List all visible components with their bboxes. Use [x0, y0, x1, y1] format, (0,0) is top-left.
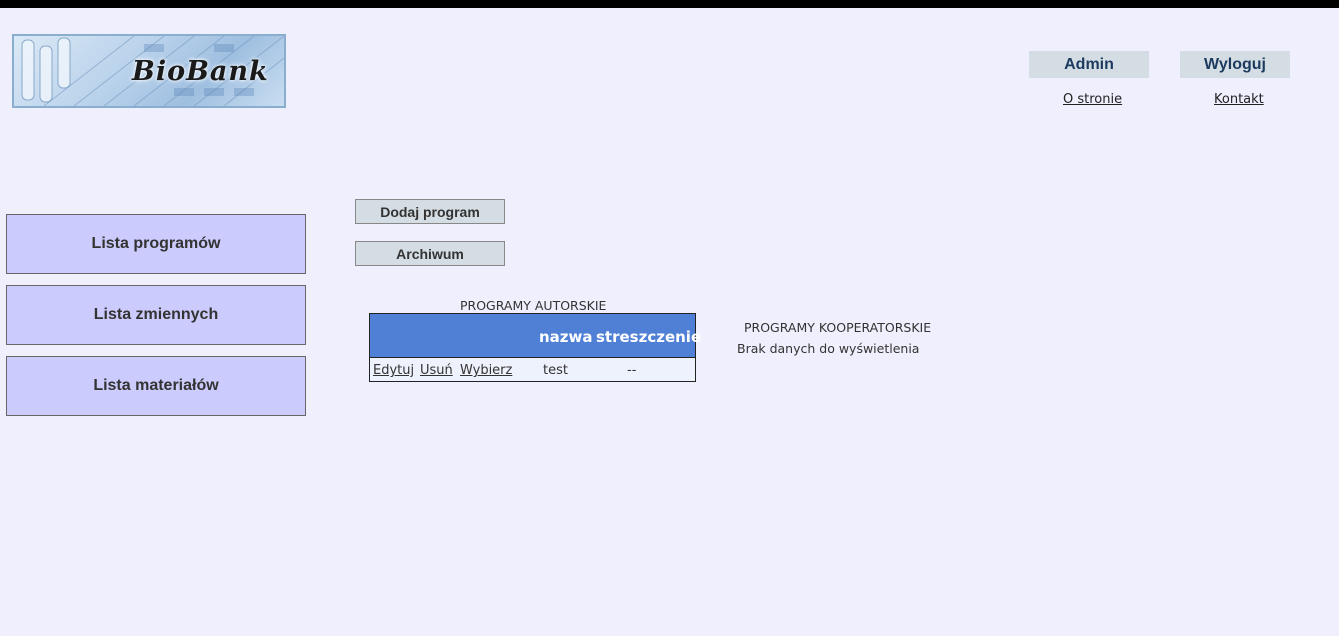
about-link[interactable]: O stronie — [1063, 92, 1123, 107]
select-link[interactable]: Wybierz — [460, 363, 513, 378]
menu-programs-button[interactable]: Lista programów — [6, 214, 306, 274]
logo-graphic — [21, 36, 284, 106]
column-header-summary[interactable]: streszczenie — [596, 328, 702, 346]
cooperative-empty-message: Brak danych do wyświetlenia — [737, 341, 920, 356]
authored-programs-title: PROGRAMY AUTORSKIE — [460, 298, 607, 313]
logo-text: BioBank — [132, 56, 269, 87]
biobank-logo[interactable]: BioBank — [12, 34, 286, 108]
logout-button[interactable]: Wyloguj — [1180, 51, 1290, 78]
top-bar — [0, 0, 1339, 8]
add-program-button[interactable]: Dodaj program — [355, 199, 505, 224]
table-header: nazwa streszczenie — [370, 314, 701, 358]
cooperative-programs-title: PROGRAMY KOOPERATORSKIE — [744, 320, 932, 335]
delete-link[interactable]: Usuń — [420, 363, 453, 378]
row-name-cell: test — [543, 363, 568, 378]
admin-button[interactable]: Admin — [1029, 51, 1149, 78]
row-summary-cell: -- — [627, 363, 637, 378]
authored-programs-table: nazwa streszczenie Edytuj Usuń Wybierz t… — [369, 313, 701, 382]
archive-button[interactable]: Archiwum — [355, 241, 505, 266]
contact-link[interactable]: Kontakt — [1214, 92, 1264, 107]
column-header-name[interactable]: nazwa — [539, 328, 593, 346]
menu-variables-button[interactable]: Lista zmiennych — [6, 285, 306, 345]
edit-link[interactable]: Edytuj — [373, 363, 415, 378]
menu-materials-button[interactable]: Lista materiałów — [6, 356, 306, 416]
